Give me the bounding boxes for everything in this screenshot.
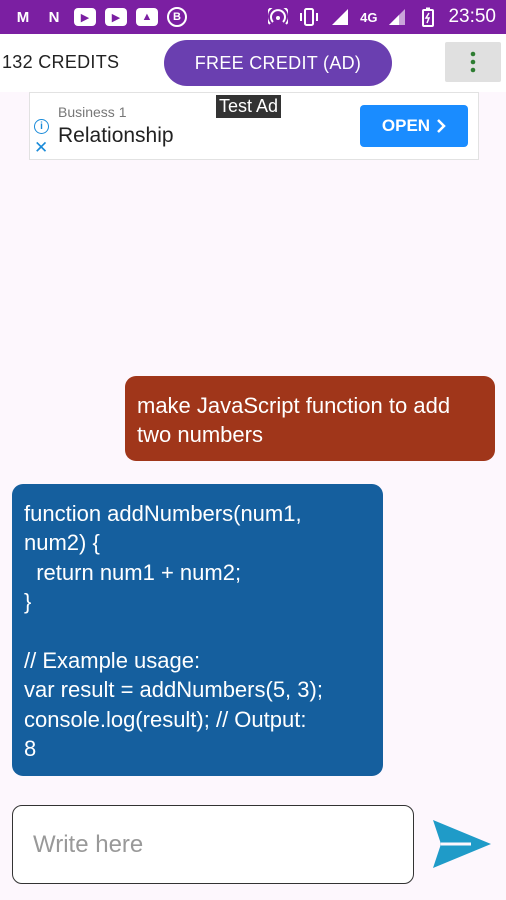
bot-message-bubble: function addNumbers(num1, num2) { return…	[12, 484, 383, 776]
n-icon: N	[48, 8, 60, 26]
ad-subtitle: Business 1	[58, 104, 127, 120]
status-right-icons: 4G 23:50	[267, 6, 496, 28]
send-button[interactable]	[430, 818, 494, 870]
photo-icon: ▲	[136, 8, 158, 26]
app-bar: 132 CREDITS FREE CREDIT (AD)	[0, 34, 506, 92]
youtube-icon: ▶	[105, 8, 127, 26]
credits-count: 132 CREDITS	[2, 52, 120, 72]
ad-banner[interactable]: Test Ad i ✕ Business 1 Relationship OPEN	[29, 92, 479, 160]
b-icon: B	[167, 7, 187, 27]
battery-icon	[417, 7, 439, 27]
close-icon[interactable]: ✕	[34, 138, 49, 157]
more-vertical-icon	[470, 51, 476, 73]
message-input[interactable]	[12, 805, 414, 884]
wifi-signal-icon	[329, 8, 351, 26]
overflow-menu-button[interactable]	[445, 42, 501, 82]
youtube-icon: ▶	[74, 8, 96, 26]
free-credit-button[interactable]: FREE CREDIT (AD)	[164, 40, 392, 86]
ad-title: Relationship	[58, 124, 174, 147]
info-icon[interactable]: i	[34, 119, 49, 134]
status-bar: M N ▶ ▶ ▲ B 4G 23:50	[0, 0, 506, 34]
network-type: 4G	[360, 9, 378, 25]
cell-signal-icon	[386, 8, 408, 26]
ad-open-button[interactable]: OPEN	[360, 105, 468, 147]
gmail-icon: M	[16, 8, 30, 26]
send-icon	[433, 820, 491, 868]
clock: 23:50	[448, 6, 496, 27]
chevron-right-icon	[437, 119, 446, 133]
test-ad-label: Test Ad	[216, 95, 282, 118]
user-message-bubble: make JavaScript function to add two numb…	[125, 376, 495, 461]
status-left-icons: M N ▶ ▶ ▲ B	[12, 7, 187, 27]
ad-open-label: OPEN	[381, 116, 431, 135]
hotspot-icon	[267, 8, 289, 26]
vibrate-icon	[298, 8, 320, 26]
